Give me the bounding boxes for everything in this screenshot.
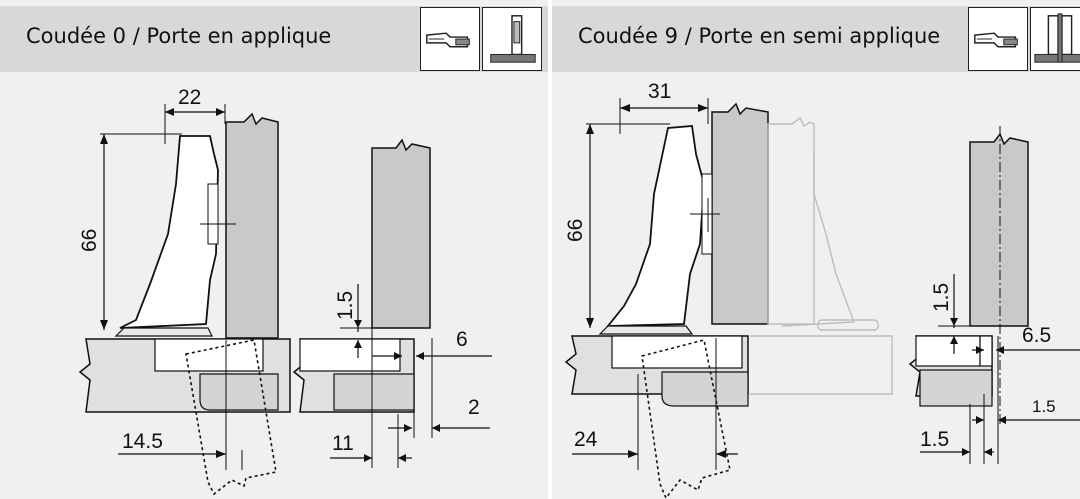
dim-overlay-label: 6 — [456, 328, 468, 351]
dim-top-label: 31 — [648, 80, 671, 103]
door-swing-outline — [185, 339, 277, 496]
door-swing-outline — [641, 339, 731, 499]
dim-offset-label: 24 — [574, 428, 598, 451]
hinge-arm — [119, 135, 219, 329]
dim-height-label: 66 — [564, 219, 587, 242]
hinge-side-view-icon — [968, 7, 1028, 71]
dim-top-label: 22 — [178, 86, 201, 109]
hinge-arm — [606, 125, 705, 327]
cabinet-side-panel — [225, 112, 279, 339]
mounting-plate — [661, 371, 749, 407]
panel-title: Coudée 0 / Porte en applique — [26, 24, 332, 48]
detail-cabinet-panel — [371, 138, 431, 329]
dim-height-label: 66 — [78, 229, 101, 252]
hinge-side-view-icon — [420, 7, 480, 71]
dim-offset-label: 14.5 — [122, 430, 163, 453]
door-overlay-half-icon — [1030, 7, 1080, 71]
dim-side-label: 1.5 — [920, 428, 949, 451]
cabinet-side-panel — [711, 102, 769, 325]
dim-gap-label: 1.5 — [334, 291, 357, 320]
dim-gap-label: 1.5 — [930, 283, 953, 312]
ghost-door-panel — [750, 335, 893, 395]
hinge-cup — [611, 335, 743, 369]
panel-coudee-0: Coudée 0 / Porte en applique — [0, 0, 548, 499]
detail-cabinet-panel — [969, 132, 1029, 327]
ghost-hinge-arm — [781, 154, 855, 327]
dim-overlay-label: 6.5 — [1022, 324, 1051, 347]
dim-reveal-label: 2 — [468, 396, 480, 419]
ghost-cabinet-panel — [767, 116, 815, 325]
panel-title: Coudée 9 / Porte en semi applique — [578, 24, 941, 48]
hinge-screw-plate — [207, 183, 219, 245]
dim-reveal-label: 1.5 — [1032, 397, 1056, 416]
door-overlay-full-icon — [482, 7, 542, 71]
hinge-diagram-full-overlay: 22 66 14.5 1.5 6 — [78, 86, 492, 496]
hinge-diagram-half-overlay: 31 66 24 1.5 6.5 — [564, 80, 1080, 499]
hinge-cup — [154, 338, 264, 372]
panel-coudee-9: Coudée 9 / Porte en semi applique — [552, 0, 1080, 499]
hinge-base — [114, 327, 213, 337]
hinge-base — [598, 325, 694, 335]
mounting-plate — [199, 373, 279, 411]
dim-side-label: 11 — [332, 432, 354, 455]
